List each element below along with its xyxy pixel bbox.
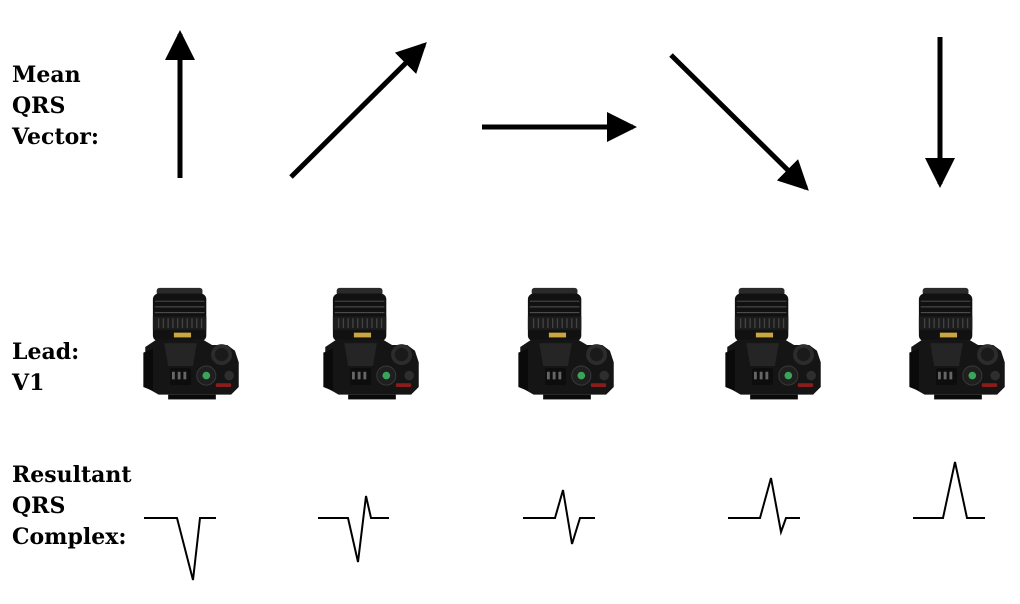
label-line: Resultant — [12, 462, 132, 488]
qrs-complex-mostly-positive — [728, 477, 800, 536]
camera-icon — [724, 287, 822, 401]
camera-icon — [908, 287, 1006, 401]
vector-arrow-up-right — [289, 42, 427, 179]
label-line: Lead: — [12, 339, 80, 365]
label-line: Mean — [12, 62, 81, 88]
label-line: Vector: — [12, 124, 99, 150]
mean-qrs-vector-label: Mean QRS Vector: — [12, 60, 99, 153]
qrs-complex-tall-positive — [913, 461, 985, 519]
resultant-qrs-complex-row — [144, 461, 985, 581]
camera-icon — [517, 287, 615, 401]
label-line: Complex: — [12, 524, 127, 550]
camera-icon — [322, 287, 420, 401]
resultant-qrs-complex-label: Resultant QRS Complex: — [12, 460, 132, 553]
mean-qrs-vector-row — [165, 29, 955, 191]
qrs-complex-deep-negative — [144, 517, 216, 581]
lead-v1-row — [142, 287, 1006, 401]
label-line: V1 — [12, 370, 45, 396]
qrs-complex-biphasic — [523, 489, 595, 545]
vector-arrow-down-right — [669, 53, 809, 191]
label-line: QRS — [12, 493, 66, 519]
qrs-complex-mostly-negative — [318, 495, 389, 563]
camera-icon — [142, 287, 240, 401]
lead-label: Lead: V1 — [12, 337, 79, 399]
label-line: QRS — [12, 93, 66, 119]
